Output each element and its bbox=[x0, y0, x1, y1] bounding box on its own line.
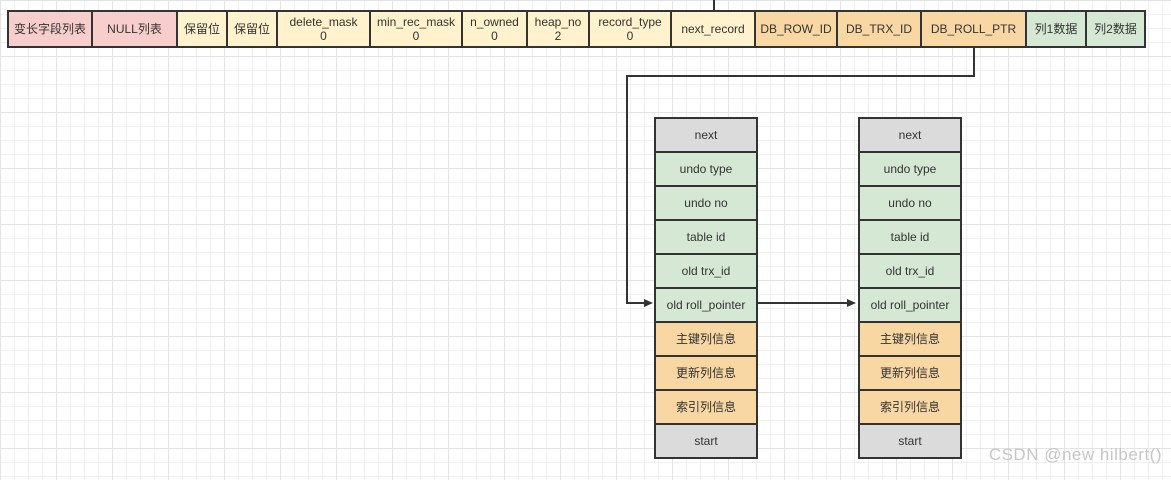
cell-label: DB_ROW_ID bbox=[760, 21, 832, 36]
cell-label: 索引列信息 bbox=[675, 399, 736, 414]
cell-db-row-id: DB_ROW_ID bbox=[754, 10, 838, 48]
cell-value: 0 bbox=[626, 29, 634, 43]
cell-label: 变长字段列表 bbox=[13, 21, 86, 36]
undo-cell-update-cols-info: 更新列信息 bbox=[858, 355, 962, 391]
cell-label: 更新列信息 bbox=[879, 365, 940, 380]
cell-label: start bbox=[898, 433, 922, 448]
undo-cell-start: start bbox=[858, 423, 962, 459]
undo-log-record-left: next undo type undo no table id old trx_… bbox=[654, 117, 758, 459]
cell-label: delete_mask bbox=[289, 14, 358, 29]
undo-cell-old-trx-id: old trx_id bbox=[654, 253, 758, 289]
cell-label: undo no bbox=[888, 195, 932, 210]
cell-label: undo type bbox=[883, 161, 937, 176]
undo-cell-index-cols-info: 索引列信息 bbox=[858, 389, 962, 425]
cell-label: NULL列表 bbox=[107, 21, 162, 36]
cell-null-list: NULL列表 bbox=[91, 10, 178, 48]
cell-next-record: next_record bbox=[670, 10, 756, 48]
undo-cell-primary-key-info: 主键列信息 bbox=[654, 321, 758, 357]
cell-label: 索引列信息 bbox=[879, 399, 940, 414]
watermark: CSDN @new hilbert() bbox=[988, 445, 1162, 464]
undo-cell-primary-key-info: 主键列信息 bbox=[858, 321, 962, 357]
cell-label: undo type bbox=[679, 161, 733, 176]
cell-label: DB_ROLL_PTR bbox=[930, 21, 1017, 36]
undo-cell-index-cols-info: 索引列信息 bbox=[654, 389, 758, 425]
cell-label: min_rec_mask bbox=[376, 14, 456, 29]
cell-label: 列1数据 bbox=[1034, 21, 1078, 36]
cell-label: old trx_id bbox=[681, 263, 731, 278]
cell-label: 主键列信息 bbox=[675, 331, 736, 346]
cell-label: old roll_pointer bbox=[870, 297, 950, 312]
undo-cell-update-cols-info: 更新列信息 bbox=[654, 355, 758, 391]
cell-label: table id bbox=[890, 229, 930, 244]
cell-label: 保留位 bbox=[233, 21, 270, 36]
undo-cell-next: next bbox=[654, 117, 758, 153]
cell-label: table id bbox=[686, 229, 726, 244]
cell-value: 0 bbox=[412, 29, 420, 43]
cell-label: start bbox=[694, 433, 718, 448]
cell-label: 保留位 bbox=[183, 21, 220, 36]
cell-db-trx-id: DB_TRX_ID bbox=[836, 10, 922, 48]
cell-label: old trx_id bbox=[885, 263, 935, 278]
cell-label: DB_TRX_ID bbox=[845, 21, 913, 36]
undo-cell-undo-type: undo type bbox=[858, 151, 962, 187]
cell-reserved-bit-1: 保留位 bbox=[176, 10, 228, 48]
cell-var-length-field-list: 变长字段列表 bbox=[7, 10, 93, 48]
cell-col2-data: 列2数据 bbox=[1085, 10, 1146, 48]
cell-label: 主键列信息 bbox=[879, 331, 940, 346]
undo-cell-start: start bbox=[654, 423, 758, 459]
cell-label: record_type bbox=[598, 14, 662, 29]
undo-cell-undo-no: undo no bbox=[654, 185, 758, 221]
cell-col1-data: 列1数据 bbox=[1025, 10, 1087, 48]
cell-label: 更新列信息 bbox=[675, 365, 736, 380]
cell-label: 列2数据 bbox=[1094, 21, 1137, 36]
cell-label: next bbox=[898, 127, 922, 142]
cell-db-roll-ptr: DB_ROLL_PTR bbox=[920, 10, 1027, 48]
cell-label: next bbox=[694, 127, 718, 142]
cell-value: 0 bbox=[320, 29, 327, 43]
undo-cell-undo-type: undo type bbox=[654, 151, 758, 187]
undo-cell-old-roll-pointer: old roll_pointer bbox=[654, 287, 758, 323]
cell-label: next_record bbox=[681, 21, 745, 36]
undo-cell-undo-no: undo no bbox=[858, 185, 962, 221]
cell-label: n_owned bbox=[470, 14, 519, 29]
cell-value: 0 bbox=[491, 29, 498, 43]
undo-cell-next: next bbox=[858, 117, 962, 153]
undo-cell-old-trx-id: old trx_id bbox=[858, 253, 962, 289]
undo-cell-old-roll-pointer: old roll_pointer bbox=[858, 287, 962, 323]
cell-label: old roll_pointer bbox=[666, 297, 746, 312]
undo-cell-table-id: table id bbox=[654, 219, 758, 255]
cell-label: undo no bbox=[684, 195, 728, 210]
cell-label: heap_no bbox=[534, 14, 582, 29]
undo-cell-table-id: table id bbox=[858, 219, 962, 255]
cell-reserved-bit-2: 保留位 bbox=[226, 10, 278, 48]
cell-value: 2 bbox=[554, 29, 562, 43]
undo-log-record-right: next undo type undo no table id old trx_… bbox=[858, 117, 962, 459]
